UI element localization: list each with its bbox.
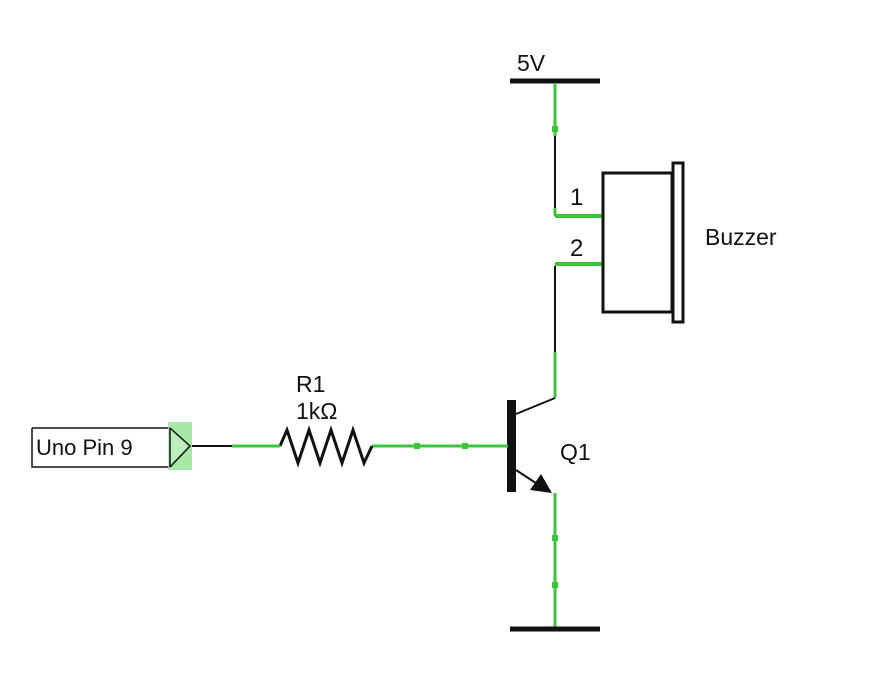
buzzer-plate — [671, 161, 685, 324]
buzzer-pin2-label: 2 — [570, 235, 583, 262]
transistor-base-bar — [507, 400, 516, 492]
transistor-emitter-arrow — [530, 474, 552, 493]
buzzer-body — [601, 171, 674, 314]
transistor-ref: Q1 — [560, 439, 591, 465]
ground-wire-node-2 — [552, 582, 558, 588]
resistor-r1: R1 1kΩ — [278, 371, 374, 468]
resistor-value: 1kΩ — [296, 398, 338, 424]
transistor-q1: Q1 — [507, 397, 591, 493]
power-label: 5V — [517, 50, 546, 76]
supply-wire-node — [552, 126, 558, 132]
base-wire — [372, 443, 508, 449]
buzzer-label: Buzzer — [705, 224, 777, 250]
buzzer: 1 2 Buzzer — [555, 161, 777, 324]
transistor-collector — [515, 397, 556, 415]
resistor-zigzag — [278, 425, 374, 468]
resistor-ref: R1 — [296, 371, 325, 397]
ground-wire — [510, 493, 600, 632]
input-port-tip — [169, 427, 192, 468]
base-wire-node-2 — [462, 443, 468, 449]
supply-wire — [552, 83, 558, 216]
power-rail-5v: 5V — [510, 50, 600, 84]
input-port-label: Uno Pin 9 — [36, 435, 133, 460]
base-wire-node-1 — [414, 443, 420, 449]
input-port: Uno Pin 9 — [31, 422, 192, 470]
ground-wire-node-1 — [552, 535, 558, 541]
buzzer-pin1-label: 1 — [570, 184, 583, 211]
